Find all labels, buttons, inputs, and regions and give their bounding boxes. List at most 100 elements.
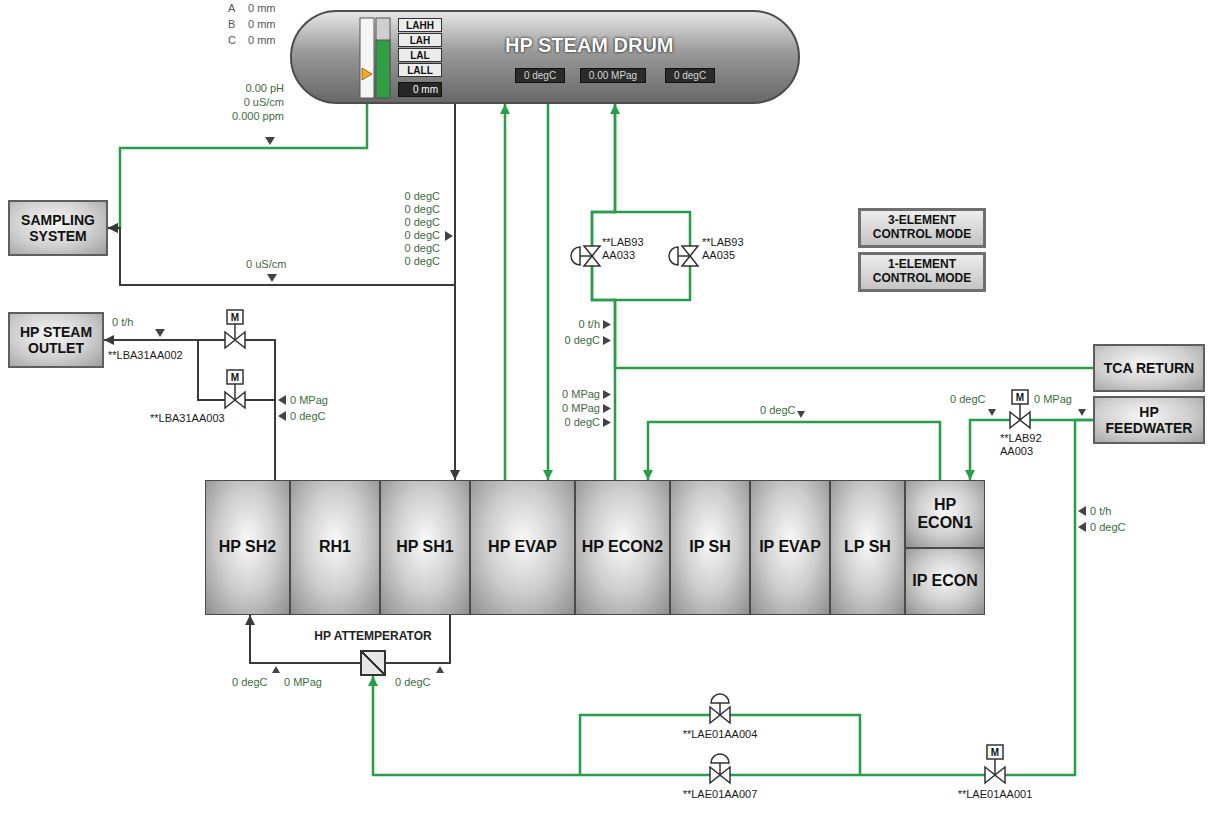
measure-marker bbox=[1078, 522, 1086, 532]
measure-marker bbox=[797, 411, 805, 418]
valve-tag: **LAB92 AA003 bbox=[1000, 432, 1054, 458]
drum-shell bbox=[290, 10, 800, 104]
box-text: 0 degC bbox=[674, 70, 706, 81]
heat-exchanger-section: HP ECON2 bbox=[575, 480, 670, 615]
level-key: 0 mm bbox=[248, 34, 276, 47]
heat-exchanger-section: IP EVAP bbox=[750, 480, 830, 615]
measurement-value: 0 degC bbox=[950, 393, 985, 406]
box-text: HP SH1 bbox=[396, 538, 454, 556]
level-alarm-box: LALL bbox=[398, 63, 442, 77]
pipe-line bbox=[373, 420, 1093, 775]
actuator-letter: M bbox=[231, 371, 239, 384]
valve-tag: **LAB93 AA033 bbox=[602, 236, 656, 262]
drum-readout: 0 degC bbox=[665, 68, 715, 83]
valve-tag: **LAB93 AA035 bbox=[702, 236, 756, 262]
measure-marker bbox=[603, 320, 611, 329]
measure-marker bbox=[265, 137, 275, 145]
valve-tag: **LBA31AA003 bbox=[150, 412, 225, 425]
measurement-value: 0 t/h bbox=[579, 318, 600, 331]
box-text: LALL bbox=[407, 65, 433, 76]
measurement-value: 0 degC bbox=[565, 334, 600, 347]
level-gauge bbox=[376, 18, 390, 98]
measurement-value: 0 degC bbox=[232, 676, 267, 689]
system-box: SAMPLING SYSTEM bbox=[8, 200, 108, 256]
box-text: LAL bbox=[410, 50, 429, 61]
system-box: HP STEAM OUTLET bbox=[8, 312, 104, 368]
attemperator: HP ATTEMPERATOR bbox=[360, 650, 386, 676]
valve-symbol bbox=[584, 246, 600, 266]
measurement-value: 0 MPag bbox=[562, 388, 600, 401]
measure-marker bbox=[1078, 506, 1086, 516]
measurement-value: 0 uS/cm bbox=[246, 258, 286, 271]
valve-tag: **LAE01AA007 bbox=[683, 788, 758, 801]
box-text: 0 degC bbox=[524, 70, 556, 81]
measure-marker bbox=[1078, 409, 1086, 416]
level-key: B bbox=[228, 18, 235, 31]
equipment-title: HP ATTEMPERATOR bbox=[314, 629, 431, 643]
system-box: HP FEEDWATER bbox=[1093, 396, 1205, 444]
pipe-line bbox=[104, 340, 275, 480]
bypass-pipe bbox=[580, 715, 860, 775]
measurement-value: 0 MPag bbox=[290, 394, 328, 407]
valve-tag: **LAE01AA001 bbox=[958, 788, 1033, 801]
valve-symbol bbox=[710, 707, 730, 723]
level-key: C bbox=[228, 34, 236, 47]
valve-symbol bbox=[682, 246, 698, 266]
box-text: RH1 bbox=[319, 538, 351, 556]
box-text: SAMPLING SYSTEM bbox=[13, 212, 103, 244]
measurement-value: 0 degC bbox=[405, 216, 440, 229]
measurement-value: 0 MPag bbox=[1034, 393, 1072, 406]
heat-exchanger-section: HP SH1 bbox=[380, 480, 470, 615]
pipe-line bbox=[108, 104, 367, 228]
level-gauge bbox=[360, 18, 374, 98]
measure-marker bbox=[603, 336, 611, 345]
level-alarm-box: LAH bbox=[398, 33, 442, 47]
level-readout: 0 mm bbox=[398, 82, 442, 97]
measurement-value: 0 degC bbox=[395, 676, 430, 689]
measure-marker bbox=[603, 404, 611, 413]
measurement-value: 0 degC bbox=[1090, 521, 1125, 534]
measure-marker bbox=[436, 666, 444, 673]
heat-exchanger-section: LP SH bbox=[830, 480, 905, 615]
box-text: IP ECON bbox=[912, 572, 978, 590]
level-key: A bbox=[228, 2, 235, 15]
heat-exchanger-section: IP ECON bbox=[905, 548, 985, 615]
box-text: 0.00 MPag bbox=[589, 70, 637, 81]
valve-tag: **LBA31AA002 bbox=[108, 349, 183, 362]
box-text: HP EVAP bbox=[488, 538, 557, 556]
box-text: 3-ELEMENT CONTROL MODE bbox=[863, 214, 981, 242]
box-text: TCA RETURN bbox=[1104, 360, 1194, 376]
pipe-line bbox=[547, 104, 550, 480]
measure-marker bbox=[603, 390, 611, 399]
heat-exchanger-section: RH1 bbox=[290, 480, 380, 615]
bypass-pipe bbox=[198, 340, 275, 400]
measurement-value: 0 degC bbox=[405, 190, 440, 203]
level-pointer bbox=[362, 68, 372, 80]
measure-marker bbox=[988, 409, 996, 416]
measure-marker bbox=[267, 274, 277, 282]
valve-symbol bbox=[225, 332, 245, 348]
heat-exchanger-section: HP ECON1 bbox=[905, 480, 985, 548]
pipe-line bbox=[454, 104, 456, 480]
valve-symbol bbox=[1010, 412, 1030, 428]
box-text: LAHH bbox=[406, 20, 434, 31]
level-alarm-box: LAL bbox=[398, 48, 442, 62]
measurement-value: 0 degC bbox=[405, 255, 440, 268]
measurement-value: 0 degC bbox=[565, 416, 600, 429]
pipe-line bbox=[504, 104, 507, 480]
level-key: 0 mm bbox=[248, 2, 276, 15]
measurement-value: 0 degC bbox=[760, 404, 795, 417]
heat-exchanger-section: HP SH2 bbox=[205, 480, 290, 615]
measure-marker bbox=[445, 231, 453, 241]
drum-readout: 0.00 MPag bbox=[580, 68, 646, 83]
equipment-title: HP STEAM DRUM bbox=[505, 34, 674, 57]
measurement-value: 0 degC bbox=[405, 229, 440, 242]
box-text: LP SH bbox=[844, 538, 891, 556]
level-fill bbox=[376, 40, 390, 98]
measurement-value: 0 degC bbox=[405, 203, 440, 216]
measurement-value: 0 t/h bbox=[1090, 505, 1111, 518]
measurement-value: 0 MPag bbox=[284, 676, 322, 689]
pipe-line bbox=[108, 104, 455, 285]
box-text: 1-ELEMENT CONTROL MODE bbox=[863, 258, 981, 286]
